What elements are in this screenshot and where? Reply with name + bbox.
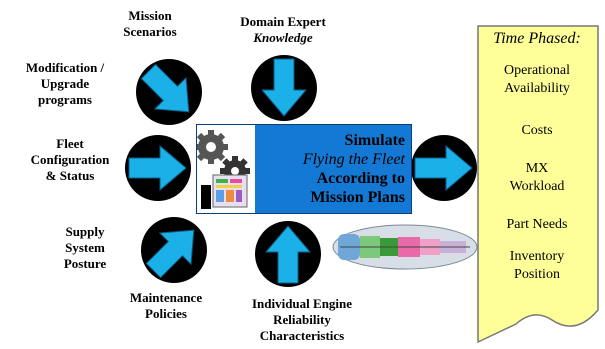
gear-icon [194, 125, 255, 213]
panel-item-costs: Costs [521, 123, 553, 138]
mod-label-line2: Upgrade [40, 76, 90, 91]
simulation-text: Simulate Flying the Fleet According to M… [303, 131, 405, 207]
domain-label-line1: Domain Expert [240, 14, 326, 29]
arrow-diagonal-supply [141, 217, 207, 283]
supply-label-line3: Posture [63, 256, 107, 271]
supply-label-line2: System [65, 240, 105, 255]
fleet-label-line1: Fleet [56, 136, 84, 151]
inv-line2: Position [514, 267, 560, 282]
panel-item-part-needs: Part Needs [506, 217, 568, 232]
arrow-right-output [411, 135, 477, 201]
arrow-down-domain [251, 55, 317, 121]
mission-scenarios-label: Mission Scenarios [110, 8, 190, 40]
mission-label-line1: Mission [128, 8, 172, 23]
sim-line1: Simulate [344, 132, 405, 149]
sim-line2: Flying the Fleet [302, 151, 405, 168]
engine-reliability-label: Individual Engine Reliability Characteri… [228, 296, 376, 344]
mx-line1: MX [525, 161, 549, 176]
arrow-right-fleet [125, 135, 191, 201]
inv-line1: Inventory [509, 249, 565, 264]
modification-label: Modification / Upgrade programs [6, 60, 124, 108]
op-line2: Availability [504, 81, 570, 96]
engine-label-line2: Reliability [273, 312, 331, 327]
output-panel-shape [477, 25, 599, 344]
maint-label-line1: Maintenance [129, 290, 203, 305]
op-line1: Operational [503, 63, 571, 78]
engine-label-line3: Characteristics [259, 328, 345, 343]
maint-label-line2: Policies [145, 306, 187, 321]
mod-label-line1: Modification / [25, 60, 105, 75]
fleet-label-line2: Configuration [30, 152, 110, 167]
arrow-diagonal-modification [136, 59, 202, 125]
domain-label-line2: Knowledge [253, 30, 313, 45]
panel-title: Time Phased: [493, 30, 581, 47]
supply-system-label: Supply System Posture [50, 224, 120, 272]
maintenance-label: Maintenance Policies [112, 290, 220, 322]
engine-label-line1: Individual Engine [251, 296, 353, 311]
mx-line2: Workload [509, 179, 565, 194]
arrow-up-engine [255, 221, 321, 287]
fleet-config-label: Fleet Configuration & Status [14, 136, 126, 184]
gears-graphic [194, 125, 255, 213]
panel-item-operational-availability: Operational Availability [478, 62, 596, 98]
sim-line4: Mission Plans [310, 189, 405, 206]
panel-item-mx-workload: MX Workload [478, 160, 596, 196]
mission-label-line2: Scenarios [123, 24, 177, 39]
engine-cutaway-image [332, 224, 478, 270]
panel-item-inventory-position: Inventory Position [478, 248, 596, 284]
domain-expert-label: Domain Expert Knowledge [228, 14, 338, 46]
supply-label-line1: Supply [65, 224, 105, 239]
mod-label-line3: programs [38, 92, 92, 107]
fleet-label-line3: & Status [45, 168, 95, 183]
simulation-box: Simulate Flying the Fleet According to M… [194, 124, 412, 214]
sim-line3: According to [316, 170, 405, 187]
